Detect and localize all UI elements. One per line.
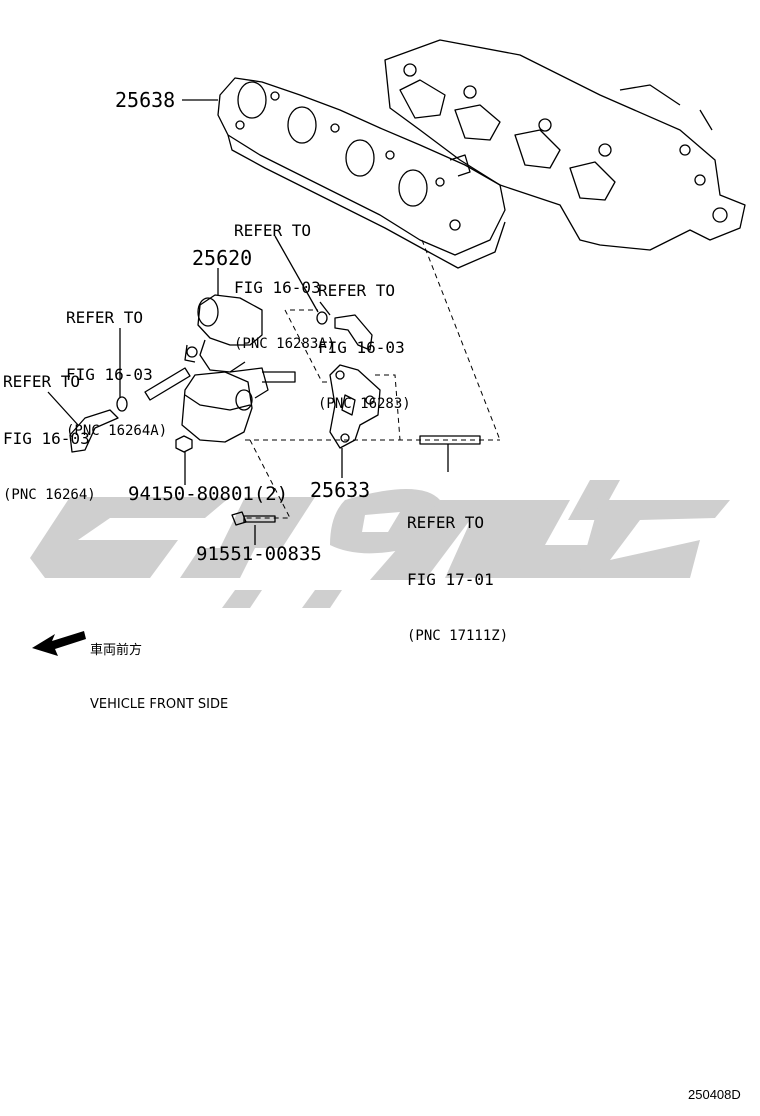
ref-pnc: (PNC 16283A) (234, 336, 336, 352)
egr-valve-25620 (144, 294, 296, 443)
vehicle-front-label: 車両前方 VEHICLE FRONT SIDE (90, 606, 228, 750)
ref-line-1: REFER TO (66, 308, 144, 327)
stud-17111z (419, 435, 481, 445)
plate-25633 (329, 364, 381, 449)
vehicle-front-arrow-icon (32, 631, 86, 656)
ref-line-2: FIG 16-03 (318, 338, 405, 357)
ref-line-1: REFER TO (3, 372, 81, 391)
ref-pnc: (PNC 17111Z) (407, 628, 509, 644)
ref-pnc: (PNC 16264) (3, 487, 96, 503)
ref-line-2: FIG 16-03 (234, 278, 321, 297)
ref-line-1: REFER TO (407, 513, 485, 532)
part-number-91551: 91551-00835 (196, 543, 322, 565)
ref-callout-16283a: REFER TO FIG 16-03 (PNC 16283A) (234, 183, 335, 392)
hose-16264 (69, 396, 128, 453)
ref-line-2: FIG 16-03 (3, 429, 90, 448)
part-number-25633: 25633 (310, 478, 371, 502)
vehicle-front-jp: 車両前方 (90, 643, 143, 658)
nut-94150 (175, 435, 193, 453)
ref-callout-16283: REFER TO FIG 16-03 (PNC 16283) (318, 243, 411, 452)
ref-callout-16264a: REFER TO FIG 16-03 (PNC 16264A) (66, 270, 167, 479)
drawing-lines (47, 39, 746, 545)
part-number-94150: 94150-80801(2) (128, 483, 289, 505)
ref-line-2: FIG 16-03 (66, 365, 153, 384)
part-number-25638: 25638 (115, 88, 176, 112)
part-number-25620: 25620 (192, 246, 253, 270)
ref-callout-17111z: REFER TO FIG 17-01 (PNC 17111Z) (407, 475, 508, 684)
ref-pnc: (PNC 16264A) (66, 423, 168, 439)
dashed-guides (245, 239, 501, 519)
hose-16283 (316, 311, 373, 351)
gasket-25638 (217, 77, 506, 269)
ref-line-1: REFER TO (318, 281, 396, 300)
ref-pnc: (PNC 16283) (318, 396, 411, 412)
ref-line-1: REFER TO (234, 221, 312, 240)
ref-line-2: FIG 17-01 (407, 570, 494, 589)
ref-callout-16264: REFER TO FIG 16-03 (PNC 16264) (3, 334, 96, 543)
bolt-91551 (231, 511, 276, 526)
diagram-code: 250408D (688, 1087, 741, 1102)
watermark-logo (30, 480, 730, 608)
vehicle-front-en: VEHICLE FRONT SIDE (90, 697, 229, 712)
engine-block (384, 39, 746, 251)
